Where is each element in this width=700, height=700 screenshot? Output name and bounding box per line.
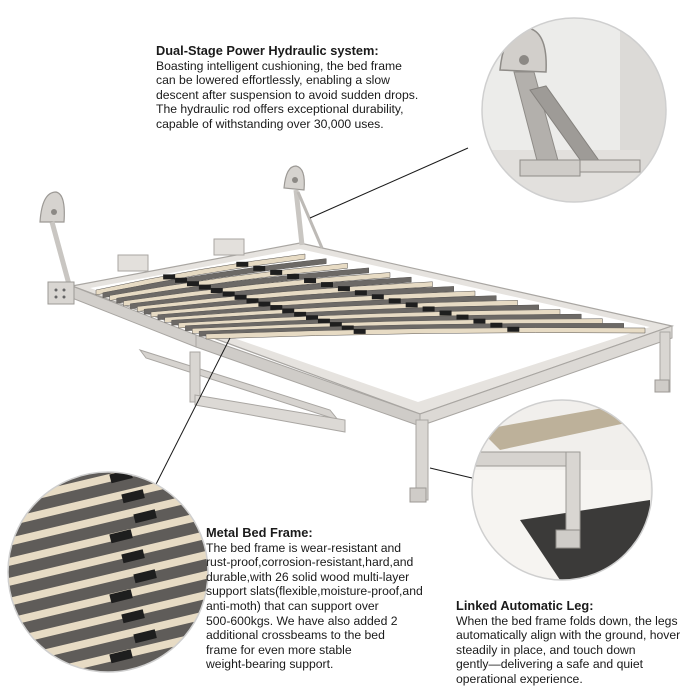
slat-holder — [109, 589, 133, 604]
slat — [8, 670, 208, 672]
slat-holder — [439, 310, 452, 316]
slat — [8, 630, 208, 672]
slat-holder — [133, 689, 157, 700]
slat-holder — [317, 318, 330, 324]
slat-holder — [329, 322, 342, 328]
slat-holder — [163, 274, 176, 280]
slat-holder — [133, 569, 157, 584]
slat-holder — [210, 288, 223, 294]
slat-holder — [121, 549, 145, 564]
callout-hydraulic-title: Dual-Stage Power Hydraulic system: — [156, 43, 379, 58]
detail-hydraulic — [481, 17, 667, 203]
slat-holder — [294, 311, 307, 317]
slat-holder — [456, 314, 469, 320]
callout-leg-title: Linked Automatic Leg: — [456, 598, 594, 613]
slat-holder — [234, 294, 247, 300]
slat-holder — [121, 489, 145, 504]
slat — [8, 472, 208, 508]
slat-holder — [287, 273, 300, 279]
slat-holder — [109, 649, 133, 664]
slat-holder — [282, 308, 295, 314]
slat-holder — [270, 269, 283, 275]
slat-holder — [175, 277, 188, 283]
callout-leg-body: When the bed frame folds down, the legs … — [456, 613, 681, 686]
leader-line — [309, 147, 469, 219]
wall-plate — [117, 254, 149, 272]
slat-holder — [507, 326, 520, 332]
callout-frame-title: Metal Bed Frame: — [206, 525, 313, 540]
callout-leg: Linked Automatic Leg: When the bed frame… — [456, 598, 696, 687]
slat-holder — [121, 609, 145, 624]
wall-plate — [213, 238, 245, 256]
callout-frame-body: The bed frame is wear-resistant and rust… — [206, 540, 423, 672]
slat — [8, 570, 208, 628]
slat-holder — [133, 509, 157, 524]
slat-holder — [320, 282, 333, 288]
slat — [8, 510, 208, 568]
slat-holder — [198, 284, 211, 290]
slat-holder — [422, 306, 435, 312]
slat-holder — [490, 322, 503, 328]
slat-holder — [270, 305, 283, 311]
callout-frame: Metal Bed Frame: The bed frame is wear-r… — [206, 525, 446, 672]
detail-leg — [471, 399, 653, 581]
slat-holder — [253, 265, 266, 271]
slat-holder — [354, 290, 367, 296]
slat — [8, 530, 208, 588]
slat-holder — [341, 325, 354, 331]
slat-holder — [186, 281, 199, 287]
slat-holder — [304, 278, 317, 284]
slat — [8, 490, 208, 548]
slat-holder — [306, 315, 319, 321]
detail-slats — [7, 471, 209, 700]
slat-holder — [258, 301, 271, 307]
slat-holder — [388, 298, 401, 304]
hydraulic-bracket-right — [283, 165, 324, 249]
folding-leg-right — [654, 331, 671, 393]
crossbeam-assembly — [138, 349, 346, 433]
bed-slats — [95, 253, 646, 340]
slat — [8, 610, 208, 668]
slat-holder — [246, 298, 259, 304]
hydraulic-bracket-left — [39, 191, 75, 305]
slat-holder — [222, 291, 235, 297]
slat — [8, 590, 208, 648]
callout-hydraulic-body: Boasting intelligent cushioning, the bed… — [156, 58, 419, 131]
slat-holder — [353, 328, 366, 334]
slat-holder — [473, 318, 486, 324]
leader-line — [429, 467, 473, 479]
slat-holder — [133, 629, 157, 644]
slat — [205, 327, 646, 340]
slat — [8, 550, 208, 608]
slat-holder — [337, 286, 350, 292]
slat-holder — [236, 261, 249, 267]
folding-leg-front — [409, 419, 429, 503]
leader-line — [145, 337, 231, 505]
callout-hydraulic: Dual-Stage Power Hydraulic system: Boast… — [156, 43, 456, 132]
slat-holder — [371, 294, 384, 300]
slat-holder — [109, 529, 133, 544]
slat-holder — [405, 302, 418, 308]
